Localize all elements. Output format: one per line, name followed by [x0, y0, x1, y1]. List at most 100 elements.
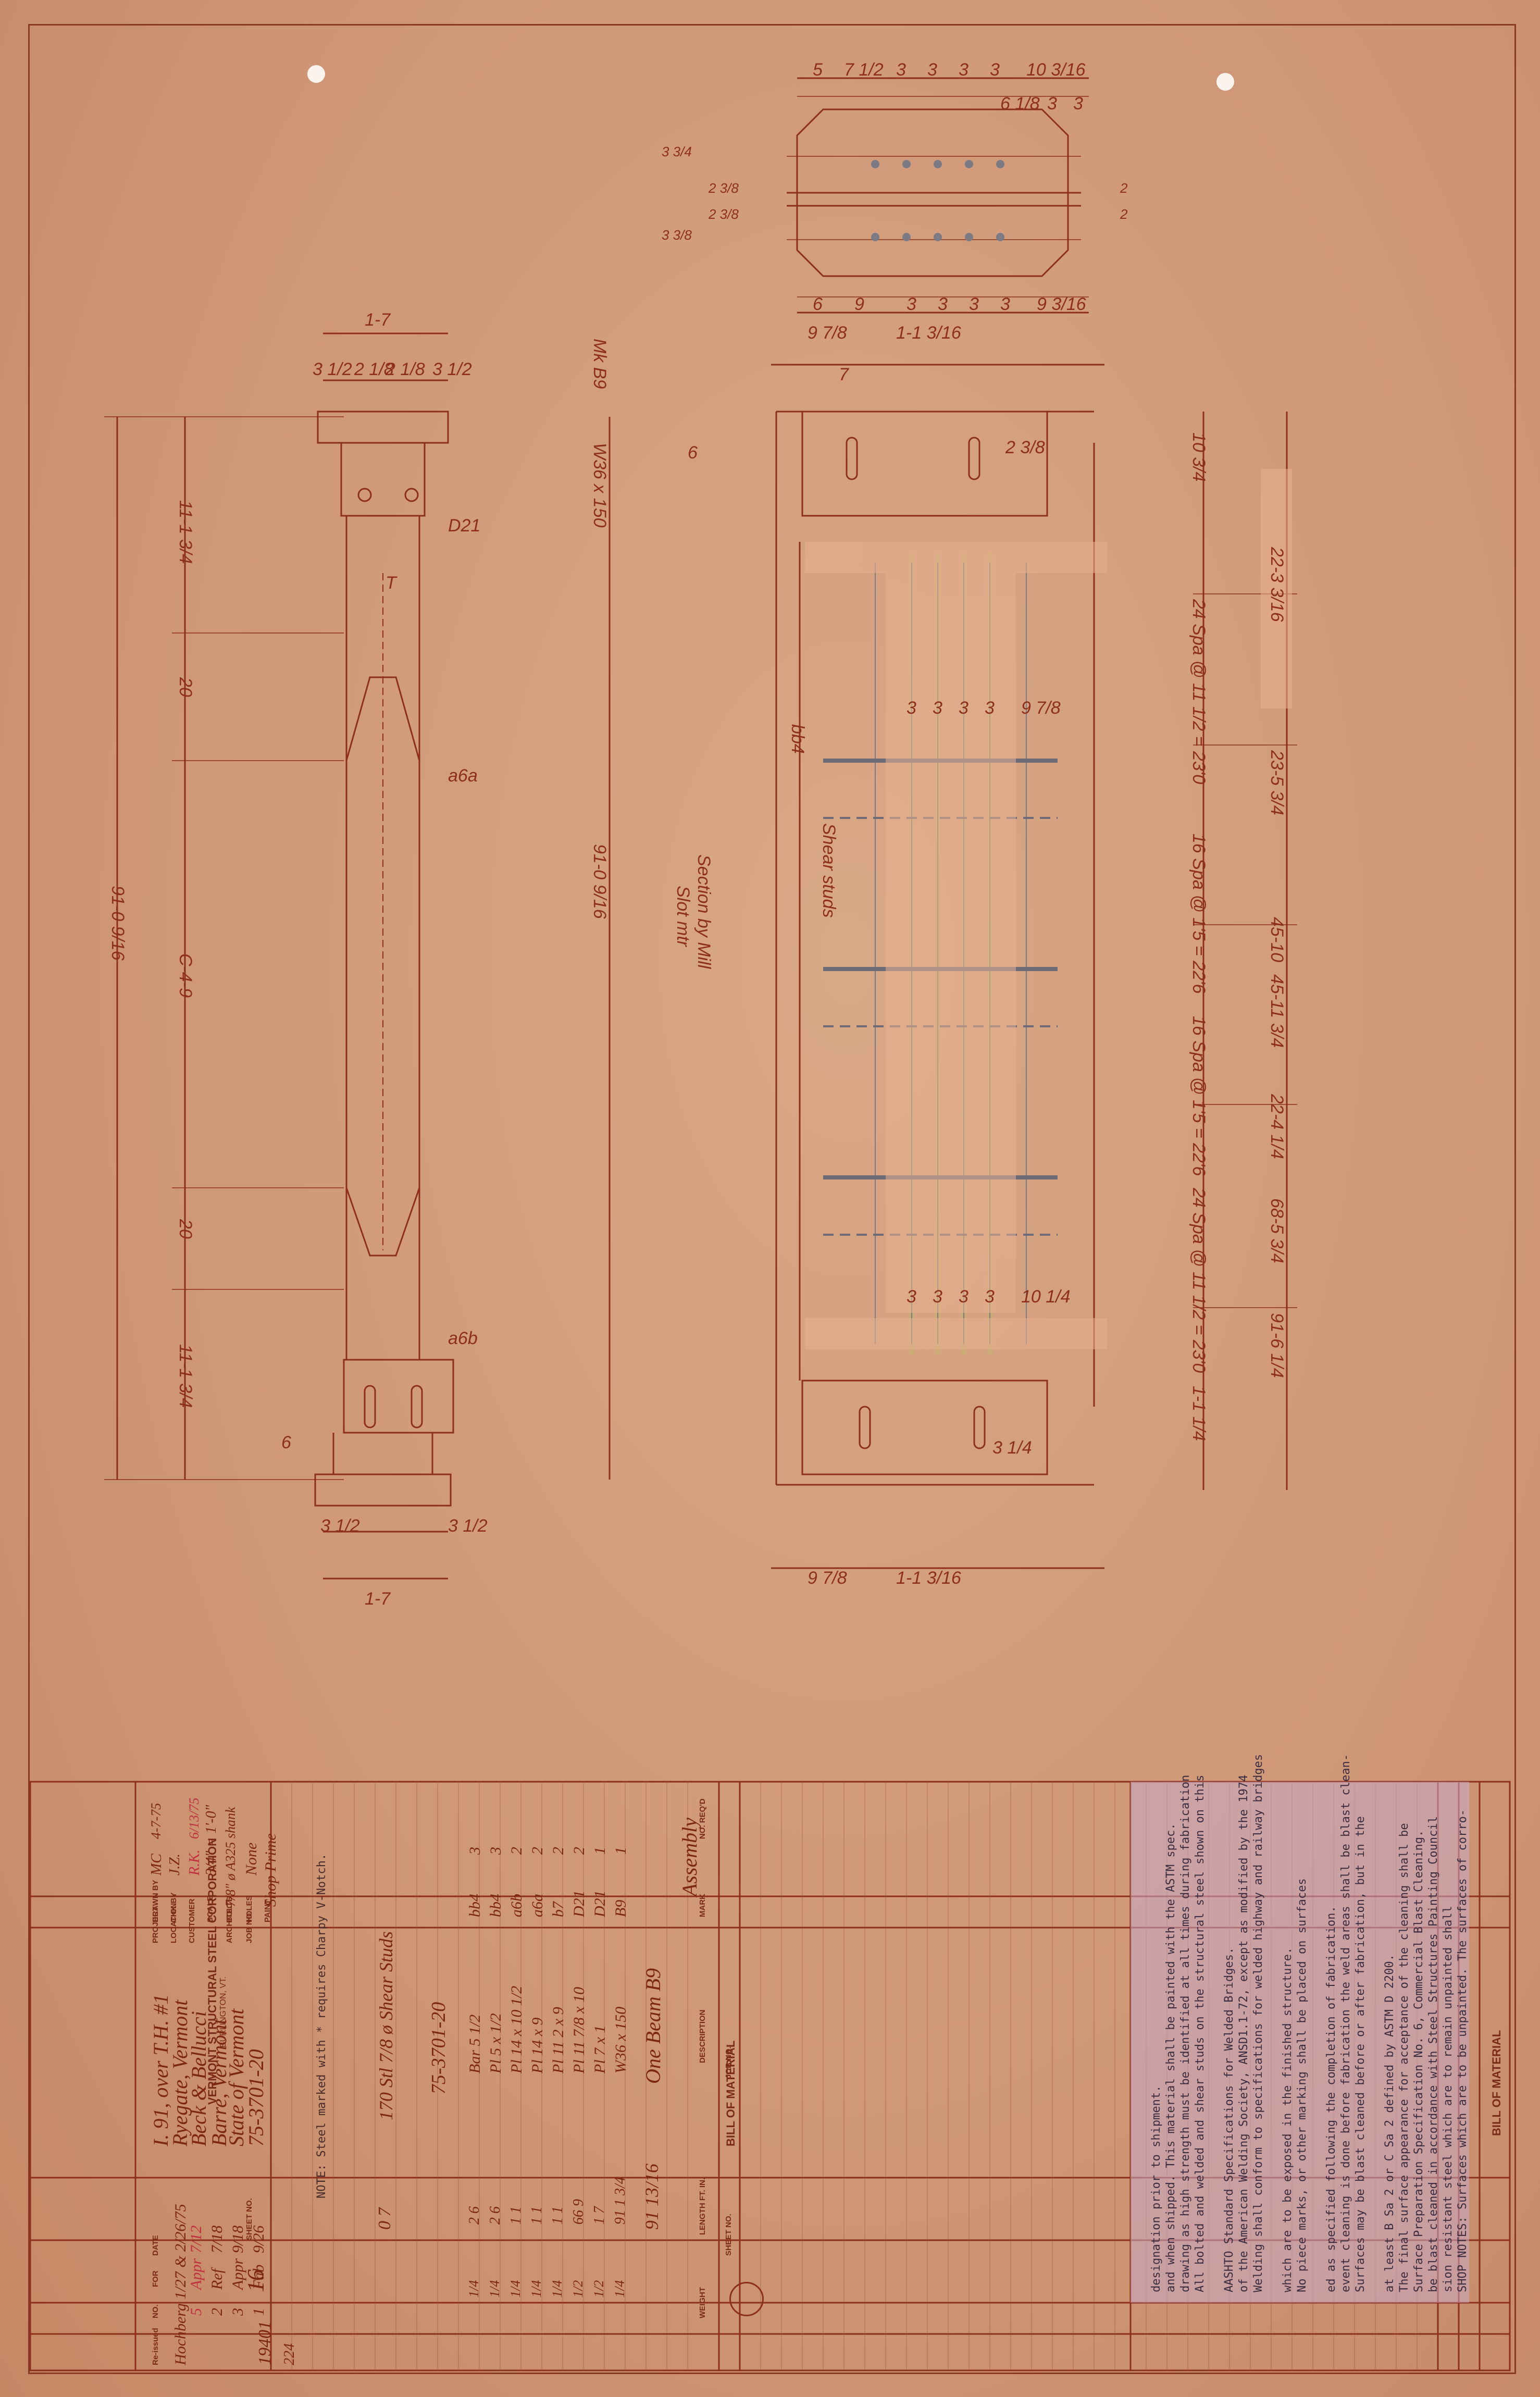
plan-bolt-holes — [871, 160, 1004, 241]
right-corner: 3 1/4 — [992, 1438, 1032, 1458]
plan-top2-1: 6 1/8 — [1000, 94, 1040, 114]
shop-notes-panel — [1131, 1782, 1469, 2303]
left-length-2: 20 — [176, 677, 195, 697]
rev-row-2-no: 2 — [208, 2308, 226, 2316]
bom-row-mark: a6a — [529, 1894, 546, 1917]
shop-note-line: sion resistant steel which are to remain… — [1442, 1906, 1455, 2292]
bom-job-label: JOB NO. — [724, 2046, 733, 2079]
left-mark-b9: Mk B9 — [590, 339, 610, 389]
rev-row-1-date: 7/12 — [188, 2225, 205, 2253]
checked-label: CHK BY — [169, 1892, 178, 1922]
plan-top2-2: 3 — [1047, 94, 1057, 114]
bom-row-desc: Pl 7 x 1 — [591, 2025, 608, 2073]
shop-note-line: Surface Preparation Specification No. 6,… — [1412, 1830, 1425, 2292]
stud-total-4: 45-11 3/4 — [1267, 974, 1287, 1048]
bom-col-weight: WEIGHT — [698, 2287, 707, 2318]
left-cut-label: Slot mtr — [673, 886, 693, 948]
rev-row-4-for: Fab — [250, 2264, 267, 2290]
plan-side-l-2: 2 3/8 — [708, 180, 739, 196]
plan-bottom-5: 3 — [969, 294, 979, 314]
bom-col-desc: DESCRIPTION — [698, 2009, 707, 2063]
left-a6a: a6a — [448, 766, 478, 786]
bom-item-length: 91 13/16 — [641, 2163, 662, 2230]
bom-row-qty: 3 — [487, 1847, 504, 1855]
left-elevation-view — [104, 332, 611, 1580]
left-bottom-width: 1-7 — [365, 1589, 391, 1609]
plan-bottom-2: 9 — [854, 294, 864, 314]
plan-top-4: 3 — [927, 60, 937, 80]
stud-total-6: 68-5 3/4 — [1267, 1198, 1287, 1263]
shop-note-line: The final surface appearance for accepta… — [1398, 1823, 1411, 2292]
stud-dim-3: 16 Spa @ 1'5 = 22'6 — [1189, 834, 1209, 994]
holes-value: None — [243, 1842, 260, 1876]
left-bottom-dim-2: 3 1/2 — [448, 1516, 488, 1536]
right-sg2-3: 3 — [959, 1287, 968, 1307]
stud-total-5: 22-4 1/4 — [1267, 1094, 1287, 1159]
bom-row-wt: 1/2 — [570, 2280, 586, 2297]
rev-row-3-no: 3 — [229, 2308, 246, 2316]
shop-note-line: be blast cleaned in accordance with Stee… — [1427, 1816, 1440, 2292]
bom-sheet-label: SHEET NO. — [724, 2214, 733, 2256]
rev-date-label: DATE — [151, 2235, 160, 2256]
left-length-3: C-4-9 — [176, 953, 195, 998]
date-2: 6/13/75 — [187, 1797, 202, 1839]
right-top-2: 1-1 3/16 — [896, 323, 961, 343]
plan-side-l-3: 2 3/8 — [708, 206, 739, 222]
shop-note-line: All bolted and welded and shear studs on… — [1194, 1774, 1207, 2292]
bom-row-mark: D21 — [591, 1890, 608, 1917]
right-sg-2: 3 — [933, 698, 942, 718]
bom-note: NOTE: Steel marked with * requires Charp… — [315, 1853, 328, 2199]
bom-row-len: 1 7 — [591, 2206, 607, 2225]
bom-right-heading: BILL OF MATERIAL — [1490, 2030, 1503, 2136]
bom-row-qty: 2 — [508, 1847, 525, 1855]
sheet-border — [28, 24, 1516, 2374]
shop-note-line: SHOP NOTES: Surfaces which are to be unp… — [1456, 1809, 1469, 2292]
rev-row-3-for: Appr — [229, 2258, 246, 2290]
bom-row-len: 91 1 3/4 — [612, 2177, 628, 2225]
holes-label: HOLES — [245, 1895, 254, 1922]
drawn-label: DRAWN BY — [151, 1880, 160, 1922]
plan-top-7: 10 3/16 — [1026, 60, 1086, 80]
plan-bottom-4: 3 — [938, 294, 948, 314]
bom-row-wt: 1/4 — [612, 2280, 627, 2297]
stud-dim-2: 24 Spa @ 11 1/2 = 23'0 — [1189, 599, 1209, 784]
right-end-label: 2 3/8 — [1005, 438, 1045, 457]
rev-reissue-label: Re-issued — [151, 2328, 160, 2365]
side-note: Hochberg 1/27 & 2/26/75 — [172, 2204, 189, 2365]
bom-row-len: 1 1 — [529, 2206, 545, 2225]
left-a6b: a6b — [448, 1328, 478, 1348]
bom-row-wt: 1/2 — [591, 2280, 606, 2297]
left-length-1: 11-1 3/4 — [176, 500, 195, 564]
plan-top-3: 3 — [896, 60, 906, 80]
right-sg2-4: 3 — [985, 1287, 995, 1307]
customer-label: CUSTOMER — [188, 1898, 196, 1943]
stud-dim-5: 24 Spa @ 11 1/2 = 23'0 — [1189, 1187, 1209, 1373]
stud-total-3: 45-10 — [1267, 917, 1287, 962]
stain-overlay — [805, 469, 1292, 1349]
paint-value: Shop Prime — [262, 1833, 279, 1907]
bom-studs: 170 Stl 7/8 ø Shear Studs — [376, 1931, 396, 2120]
rev-row-4-date: 9/26 — [250, 2225, 267, 2253]
bom-row-desc: Bar 5 1/2 — [466, 2014, 483, 2073]
rev-row-1-for: Appr — [188, 2258, 205, 2290]
right-bb4: bb4 — [788, 724, 808, 754]
bom-row-wt: 1/4 — [466, 2280, 481, 2297]
bom-row-qty: 2 — [529, 1847, 546, 1855]
left-length-5: 11-1 3/4 — [176, 1344, 195, 1408]
title-block-frame — [29, 1781, 1511, 2371]
right-bottom-1: 9 7/8 — [808, 1568, 847, 1588]
scale-label: SCALE — [206, 1896, 215, 1922]
scale-value: 3/4" = 1'-0" — [203, 1805, 219, 1876]
bolts-value: 7/8" ø A325 shank — [223, 1807, 238, 1907]
stud-dim-4: 16 Spa @ 1'5 = 22'6 — [1189, 1016, 1209, 1176]
bom-item-title: One Beam B9 — [641, 1968, 665, 2084]
shop-note-line: Welding shall conform to specifications … — [1252, 1754, 1265, 2292]
bom-total: 19401 — [255, 2321, 275, 2365]
shop-note-line: event cleaning is done before fabricatio… — [1339, 1754, 1352, 2292]
shop-note-line: Surfaces may be blast cleaned before or … — [1354, 1816, 1367, 2292]
left-cut-label-2: Section by Mill — [694, 854, 714, 970]
plan-side-r-1: 2 — [1120, 180, 1128, 196]
bom-row-mark: bb4 — [466, 1894, 483, 1917]
drawn-value: MC — [148, 1854, 165, 1876]
